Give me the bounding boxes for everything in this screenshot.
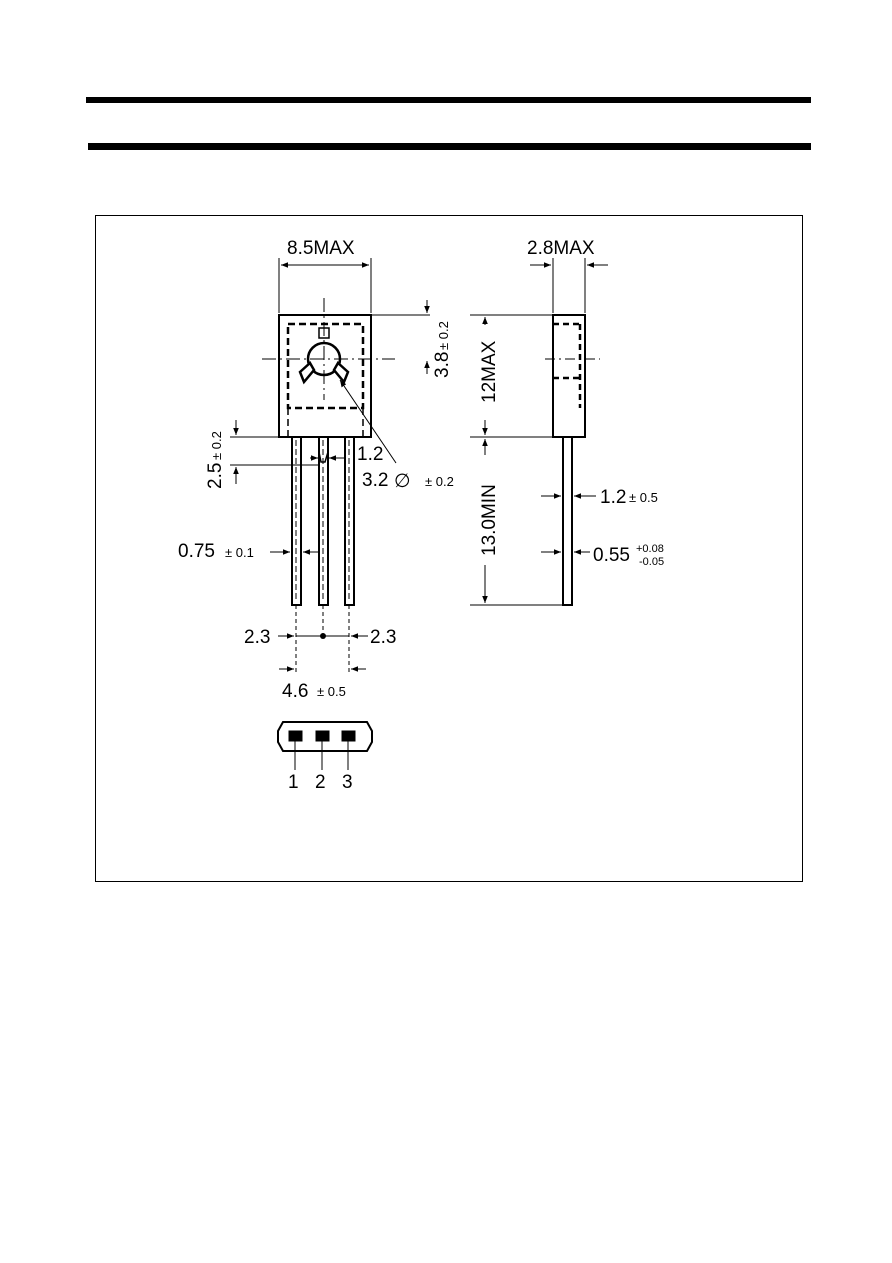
label-hole-diameter-symbol: ∅ bbox=[394, 471, 411, 492]
label-pitch-left: 2.3 bbox=[244, 627, 270, 648]
label-lead-thickness: 0.55 bbox=[593, 545, 630, 566]
front-view bbox=[262, 298, 395, 606]
label-side-lead-offset: 1.2 bbox=[600, 487, 626, 508]
header-rule-top bbox=[86, 97, 811, 103]
label-lead-thickness-tol-minus: -0.05 bbox=[639, 556, 664, 568]
label-side-lead-offset-tol: ± 0.5 bbox=[629, 490, 658, 505]
label-side-width: 2.8MAX bbox=[527, 238, 595, 259]
dimension-labels: 8.5MAX 2.8MAX 3.8 ± 0.2 12MAX 13.0MIN 2.… bbox=[178, 238, 664, 793]
pin-label-2: 2 bbox=[315, 772, 326, 793]
drawing-frame bbox=[95, 215, 803, 882]
side-view bbox=[545, 314, 600, 606]
label-lead-thickness-tol-plus: +0.08 bbox=[636, 543, 664, 555]
label-lead-length: 13.0MIN bbox=[479, 484, 500, 556]
front-inner-dashed bbox=[286, 322, 365, 410]
label-span-tol: ± 0.5 bbox=[317, 684, 346, 699]
pin-pad-3 bbox=[341, 730, 356, 742]
label-hole-diameter-tol: ± 0.2 bbox=[425, 474, 454, 489]
label-lead-shoulder: 2.5 bbox=[205, 463, 226, 489]
label-neck-width: 1.2 bbox=[357, 444, 383, 465]
pin-footprint bbox=[277, 721, 373, 770]
label-hole-position: 3.8 bbox=[432, 352, 453, 378]
label-hole-position-tol: ± 0.2 bbox=[436, 321, 451, 350]
label-front-width: 8.5MAX bbox=[287, 238, 355, 259]
pin-pad-1 bbox=[288, 730, 303, 742]
pin-pad-2 bbox=[315, 730, 330, 742]
header-rule-bottom bbox=[88, 143, 811, 150]
label-hole-diameter: 3.2 bbox=[362, 470, 388, 491]
label-span: 4.6 bbox=[282, 681, 308, 702]
label-body-height: 12MAX bbox=[479, 340, 500, 403]
label-pitch-right: 2.3 bbox=[370, 627, 396, 648]
pin-label-3: 3 bbox=[342, 772, 353, 793]
label-lead-shoulder-tol: ± 0.2 bbox=[209, 431, 224, 460]
label-lead-width-tol: ± 0.1 bbox=[225, 545, 254, 560]
side-lead bbox=[562, 436, 573, 606]
pin-label-1: 1 bbox=[288, 772, 299, 793]
label-lead-width: 0.75 bbox=[178, 541, 215, 562]
